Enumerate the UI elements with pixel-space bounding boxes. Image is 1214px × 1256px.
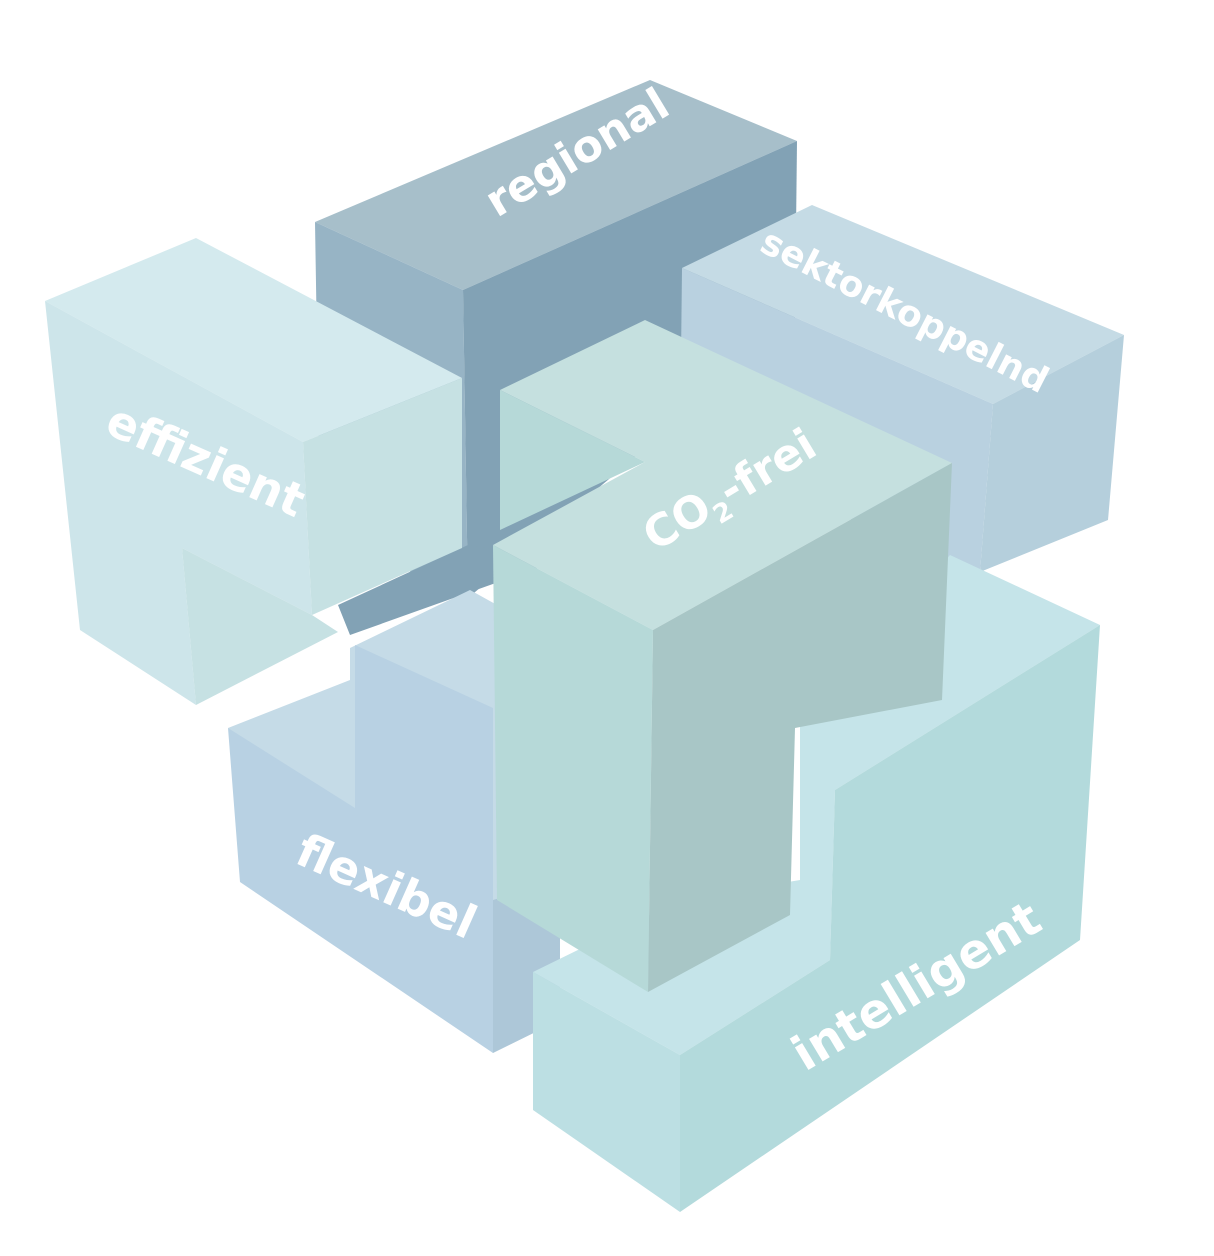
block-effizient-left bbox=[45, 301, 312, 705]
block-co2frei-right bbox=[648, 463, 952, 992]
block-co2frei-inner bbox=[500, 390, 645, 530]
block-flexibel-left bbox=[228, 645, 493, 1053]
block-effizient: effizient bbox=[45, 238, 462, 705]
block-regional-top bbox=[315, 80, 797, 290]
block-co2frei: CO2-frei bbox=[493, 320, 952, 992]
block-intelligent-left bbox=[533, 972, 680, 1212]
block-effizient-right bbox=[303, 378, 462, 615]
block-effizient-top bbox=[45, 238, 462, 442]
block-sektorkoppelnd-top bbox=[682, 205, 1124, 404]
block-co2frei-left bbox=[493, 545, 653, 992]
block-effizient-notch bbox=[182, 548, 338, 705]
block-sektorkoppelnd-right bbox=[980, 335, 1124, 572]
block-intelligent-right bbox=[680, 625, 1100, 1212]
block-co2frei-top bbox=[493, 320, 952, 630]
